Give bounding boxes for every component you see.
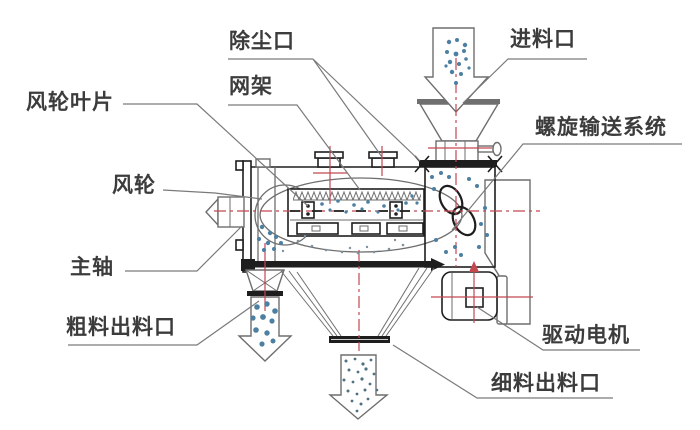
drive-motor-box: [441, 271, 498, 321]
label-mesh-frame: 网架: [229, 74, 273, 98]
fine-outlet-arrow-icon: [328, 354, 389, 420]
hopper-bolt: [477, 145, 494, 153]
label-main-shaft: 主轴: [70, 255, 114, 279]
inlet-box: [414, 155, 503, 268]
leader-fan-wheel: [162, 189, 263, 200]
label-drive-motor: 驱动电机: [542, 323, 630, 347]
coarse-outlet-arrow-icon: [237, 296, 293, 362]
cylinder-body-ellipse: [259, 177, 463, 253]
leader-screw-conveyor: [451, 143, 682, 231]
label-dust-port: 除尘口: [229, 29, 295, 53]
label-fan-blade: 风轮叶片: [26, 90, 114, 114]
label-feed-inlet: 进料口: [510, 27, 576, 51]
leader-fan-blade: [123, 103, 309, 207]
leader-drive-motor: [476, 306, 640, 351]
label-screw-conveyor: 螺旋输送系统: [535, 115, 667, 139]
blade-teeth: [293, 191, 421, 200]
leader-lines: [68, 58, 682, 399]
label-coarse-outlet: 粗料出料口: [66, 315, 176, 339]
material-particles: [250, 38, 489, 413]
leader-mesh-frame: [228, 104, 361, 191]
label-fine-outlet: 细料出料口: [491, 371, 601, 395]
leader-fine-outlet: [392, 344, 613, 399]
main-shaft-assembly: [205, 160, 252, 273]
fine-funnel: [280, 267, 435, 343]
leader-feed-inlet: [462, 58, 587, 104]
leader-main-shaft: [125, 225, 243, 272]
label-fan-wheel: 风轮: [112, 173, 156, 197]
leader-coarse-outlet: [68, 300, 260, 346]
bottom-frame-bar: [241, 258, 445, 271]
mesh-drum: [287, 188, 425, 237]
top-dust-ports: [314, 151, 398, 168]
leader-dust-port: [228, 58, 421, 162]
inlet-flange-bar: [419, 160, 497, 167]
